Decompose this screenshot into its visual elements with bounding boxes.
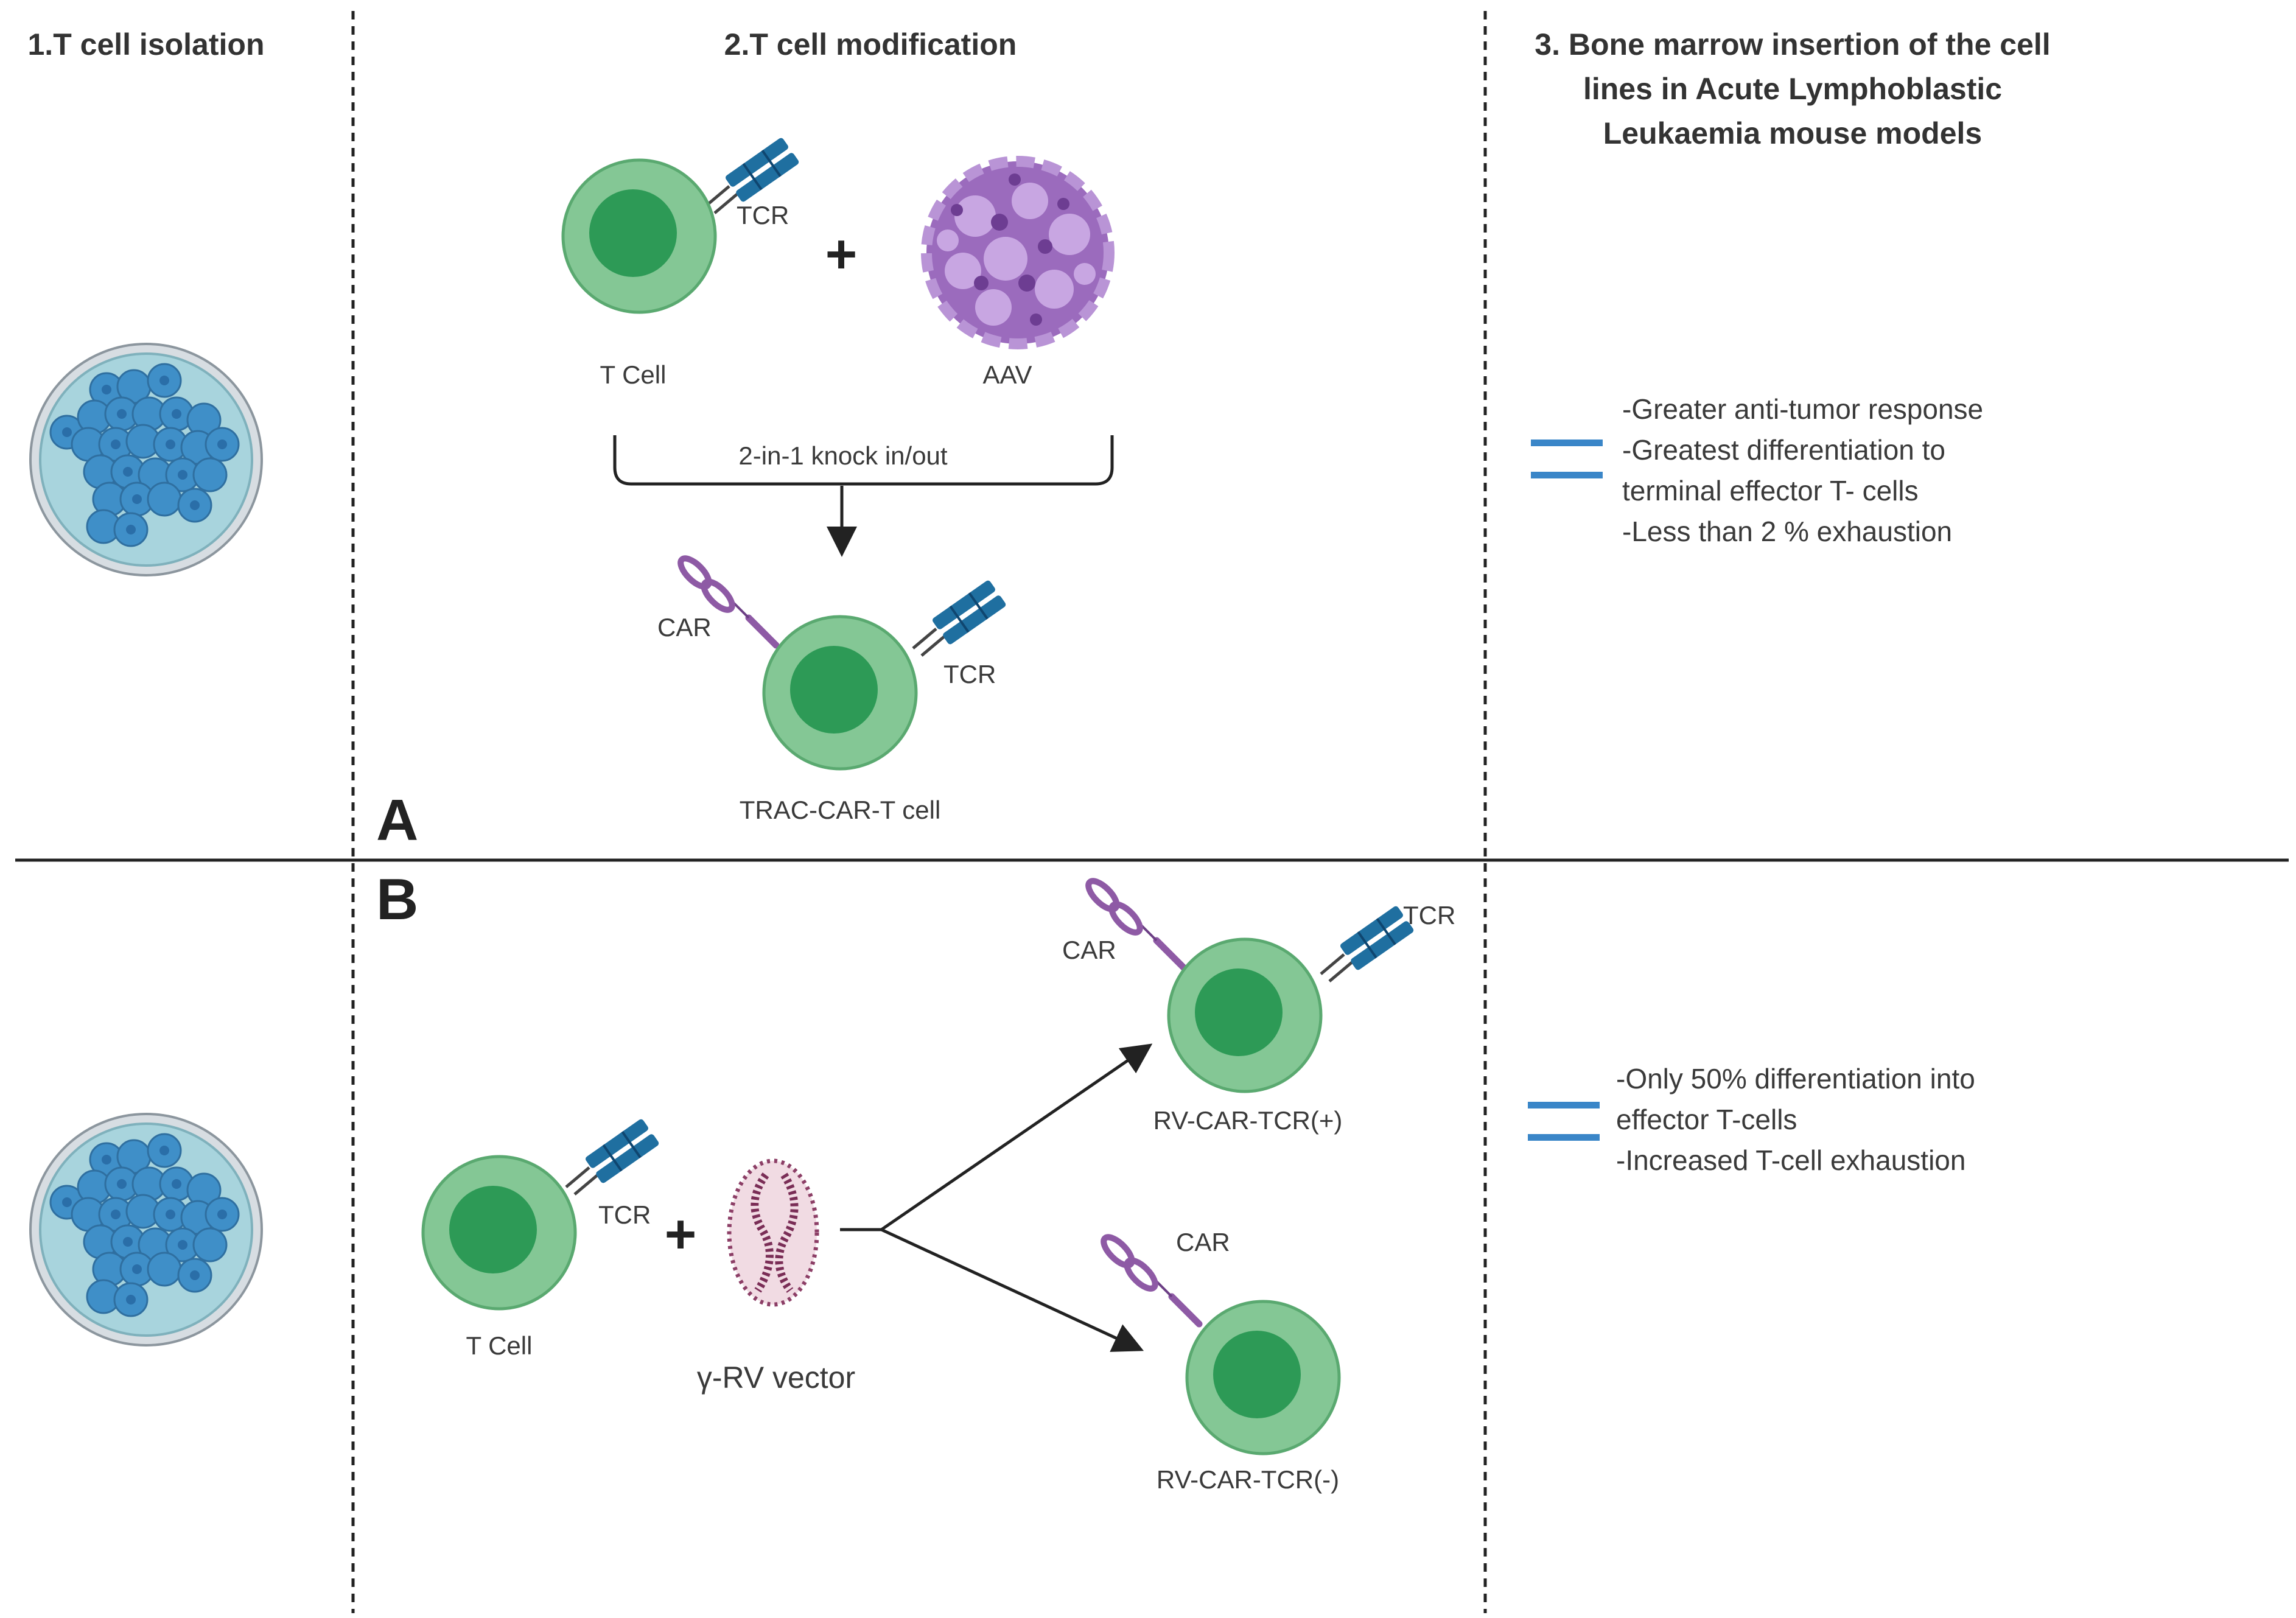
rv-car-tcr-positive-label: RV-CAR-TCR(+) (1153, 1106, 1343, 1135)
tcr-label-a-result: TCR (943, 660, 996, 688)
outcome-b-line1: -Only 50% differentiation into (1616, 1063, 1975, 1094)
header-step1: 1.T cell isolation (28, 27, 265, 61)
outcome-a-line4: -Less than 2 % exhaustion (1622, 516, 1952, 547)
arrow-to-tcr-positive (880, 1043, 1153, 1231)
header-step3-line1: 3. Bone marrow insertion of the cell (1535, 27, 2050, 61)
equals-icon-b (1528, 1102, 1600, 1141)
car-label-a: CAR (657, 613, 712, 642)
car-label-b-negative: CAR (1176, 1228, 1230, 1256)
rv-car-tcr-negative-label: RV-CAR-TCR(-) (1157, 1465, 1339, 1494)
tcr-label-b-positive: TCR (1403, 901, 1455, 930)
knock-in-out-label: 2-in-1 knock in/out (738, 441, 948, 470)
plus-sign-a: + (825, 224, 858, 285)
aav-label: AAV (983, 360, 1032, 389)
aav-virus-icon (921, 156, 1115, 349)
t-cell-label-a: T Cell (600, 360, 667, 389)
outcome-a-line3: terminal effector T- cells (1622, 475, 1919, 506)
knock-in-bracket (613, 435, 1114, 486)
petri-dish-icon-a (29, 343, 263, 576)
outcome-b-line3: -Increased T-cell exhaustion (1616, 1144, 1965, 1176)
arrow-to-tcr-negative (880, 1228, 1144, 1352)
header-step3-line3: Leukaemia mouse models (1603, 116, 1982, 150)
panel-letter-b: B (376, 867, 418, 932)
plus-sign-b: + (665, 1204, 697, 1265)
outcome-b-line2: effector T-cells (1616, 1104, 1797, 1135)
rv-vector-icon (727, 1158, 819, 1307)
petri-dish-icon-b (29, 1113, 263, 1347)
rv-car-tcr-negative-cell-icon (1099, 1233, 1339, 1454)
car-label-b-positive: CAR (1062, 936, 1116, 964)
rv-vector-label: γ-RV vector (697, 1361, 855, 1395)
trac-car-t-cell-label: TRAC-CAR-T cell (740, 796, 941, 824)
equals-icon-a (1531, 440, 1603, 478)
panel-letter-a: A (376, 788, 418, 853)
rv-car-tcr-positive-cell-icon (1084, 877, 1415, 1091)
header-step3-line2: lines in Acute Lymphoblastic (1583, 72, 2002, 106)
tcr-label-a: TCR (737, 201, 789, 229)
tcr-label-b: TCR (598, 1200, 651, 1229)
t-cell-label-b: T Cell (466, 1331, 533, 1360)
outcome-a-line2: -Greatest differentiation to (1622, 434, 1945, 466)
header-step2: 2.T cell modification (724, 27, 1017, 61)
outcome-a-line1: -Greater anti-tumor response (1622, 393, 1983, 425)
